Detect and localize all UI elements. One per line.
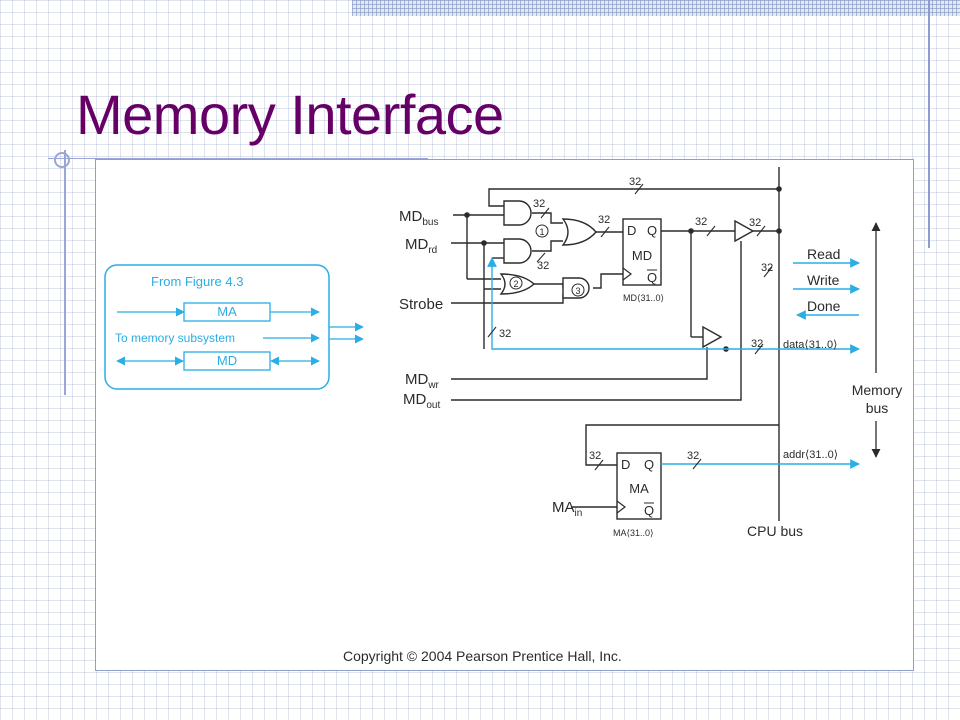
width-label: 32 (761, 262, 773, 274)
decorative-top-band (352, 0, 960, 16)
inset-md-label: MD (217, 353, 237, 368)
inset-md-box (183, 351, 271, 371)
gate-number-2: 2 (513, 279, 518, 289)
decorative-title-rule (48, 158, 428, 159)
gate-number-3: 3 (575, 286, 580, 296)
decorative-right-rule (928, 0, 930, 248)
width-label: 32 (687, 450, 699, 462)
width-label: 32 (751, 338, 763, 350)
and-gate-bottom (503, 238, 532, 264)
width-label: 32 (598, 214, 610, 226)
md-wr-label: MDwr (405, 371, 440, 391)
width-label: 32 (749, 217, 761, 229)
memory-interface-diagram: From Figure 4.3 MA To memory subsystem M… (104, 167, 902, 664)
decorative-ring (54, 152, 70, 168)
memory-bus-label-2: bus (866, 400, 889, 416)
memory-bus-label-1: Memory (852, 382, 903, 398)
data-bus-label: data⟨31..0⟩ (783, 339, 837, 351)
ma-range-label: MA⟨31..0⟩ (613, 528, 654, 538)
md-d-pin: D (627, 223, 636, 238)
md-range-label: MD⟨31..0⟩ (623, 293, 664, 303)
circuit-wiring (451, 167, 780, 521)
bus-width-labels: 32 32 32 32 32 32 32 32 32 32 32 (499, 176, 773, 462)
ma-qbar-pin: Q (644, 503, 654, 518)
inset-ma-label: MA (217, 304, 237, 319)
inset-subsystem-label: To memory subsystem (115, 331, 235, 345)
diagram-panel: From Figure 4.3 MA To memory subsystem M… (95, 159, 914, 671)
strobe-label: Strobe (399, 296, 443, 313)
tristate-buffer-out (734, 219, 755, 243)
md-qbar-pin: Q (647, 270, 657, 285)
input-labels: MDbus MDrd Strobe MDwr MDout MAin (399, 208, 582, 519)
inset-box: From Figure 4.3 MA To memory subsystem M… (104, 264, 364, 390)
signal-wires (487, 257, 860, 469)
read-label: Read (807, 246, 840, 262)
md-bus-label: MDbus (399, 208, 438, 228)
bus-width-slashes (487, 183, 773, 471)
width-label: 32 (537, 260, 549, 272)
md-q-pin: Q (647, 223, 657, 238)
addr-bus-label: addr⟨31..0⟩ (783, 449, 838, 461)
or-gate-1 (561, 218, 597, 246)
md-register-name: MD (632, 248, 652, 263)
width-label: 32 (499, 328, 511, 340)
width-label: 32 (589, 450, 601, 462)
width-label: 32 (695, 216, 707, 228)
done-label: Done (807, 298, 841, 314)
md-out-label: MDout (403, 391, 440, 411)
ma-in-label: MAin (552, 499, 582, 519)
gate-number-1: 1 (539, 227, 544, 237)
slide-title: Memory Interface (76, 83, 504, 146)
cpu-bus-label: CPU bus (747, 523, 803, 539)
inset-title: From Figure 4.3 (151, 274, 243, 289)
md-register: D Q MD Q MD⟨31..0⟩ (622, 218, 664, 303)
tristate-buffer-in (702, 325, 723, 349)
decorative-left-rule (64, 150, 66, 395)
width-label: 32 (533, 198, 545, 210)
signal-labels: Read Write Done data⟨31..0⟩ addr⟨31..0⟩ … (747, 246, 902, 539)
md-rd-label: MDrd (405, 236, 437, 256)
write-label: Write (807, 272, 840, 288)
data-bus-arrow (487, 257, 860, 354)
width-label: 32 (629, 176, 641, 188)
copyright-notice: Copyright © 2004 Pearson Prentice Hall, … (343, 648, 622, 664)
and-gate-top (503, 200, 532, 226)
ma-register: D Q MA Q MA⟨31..0⟩ (613, 452, 662, 538)
ma-register-name: MA (629, 481, 649, 496)
ma-d-pin: D (621, 457, 630, 472)
ma-q-pin: Q (644, 457, 654, 472)
